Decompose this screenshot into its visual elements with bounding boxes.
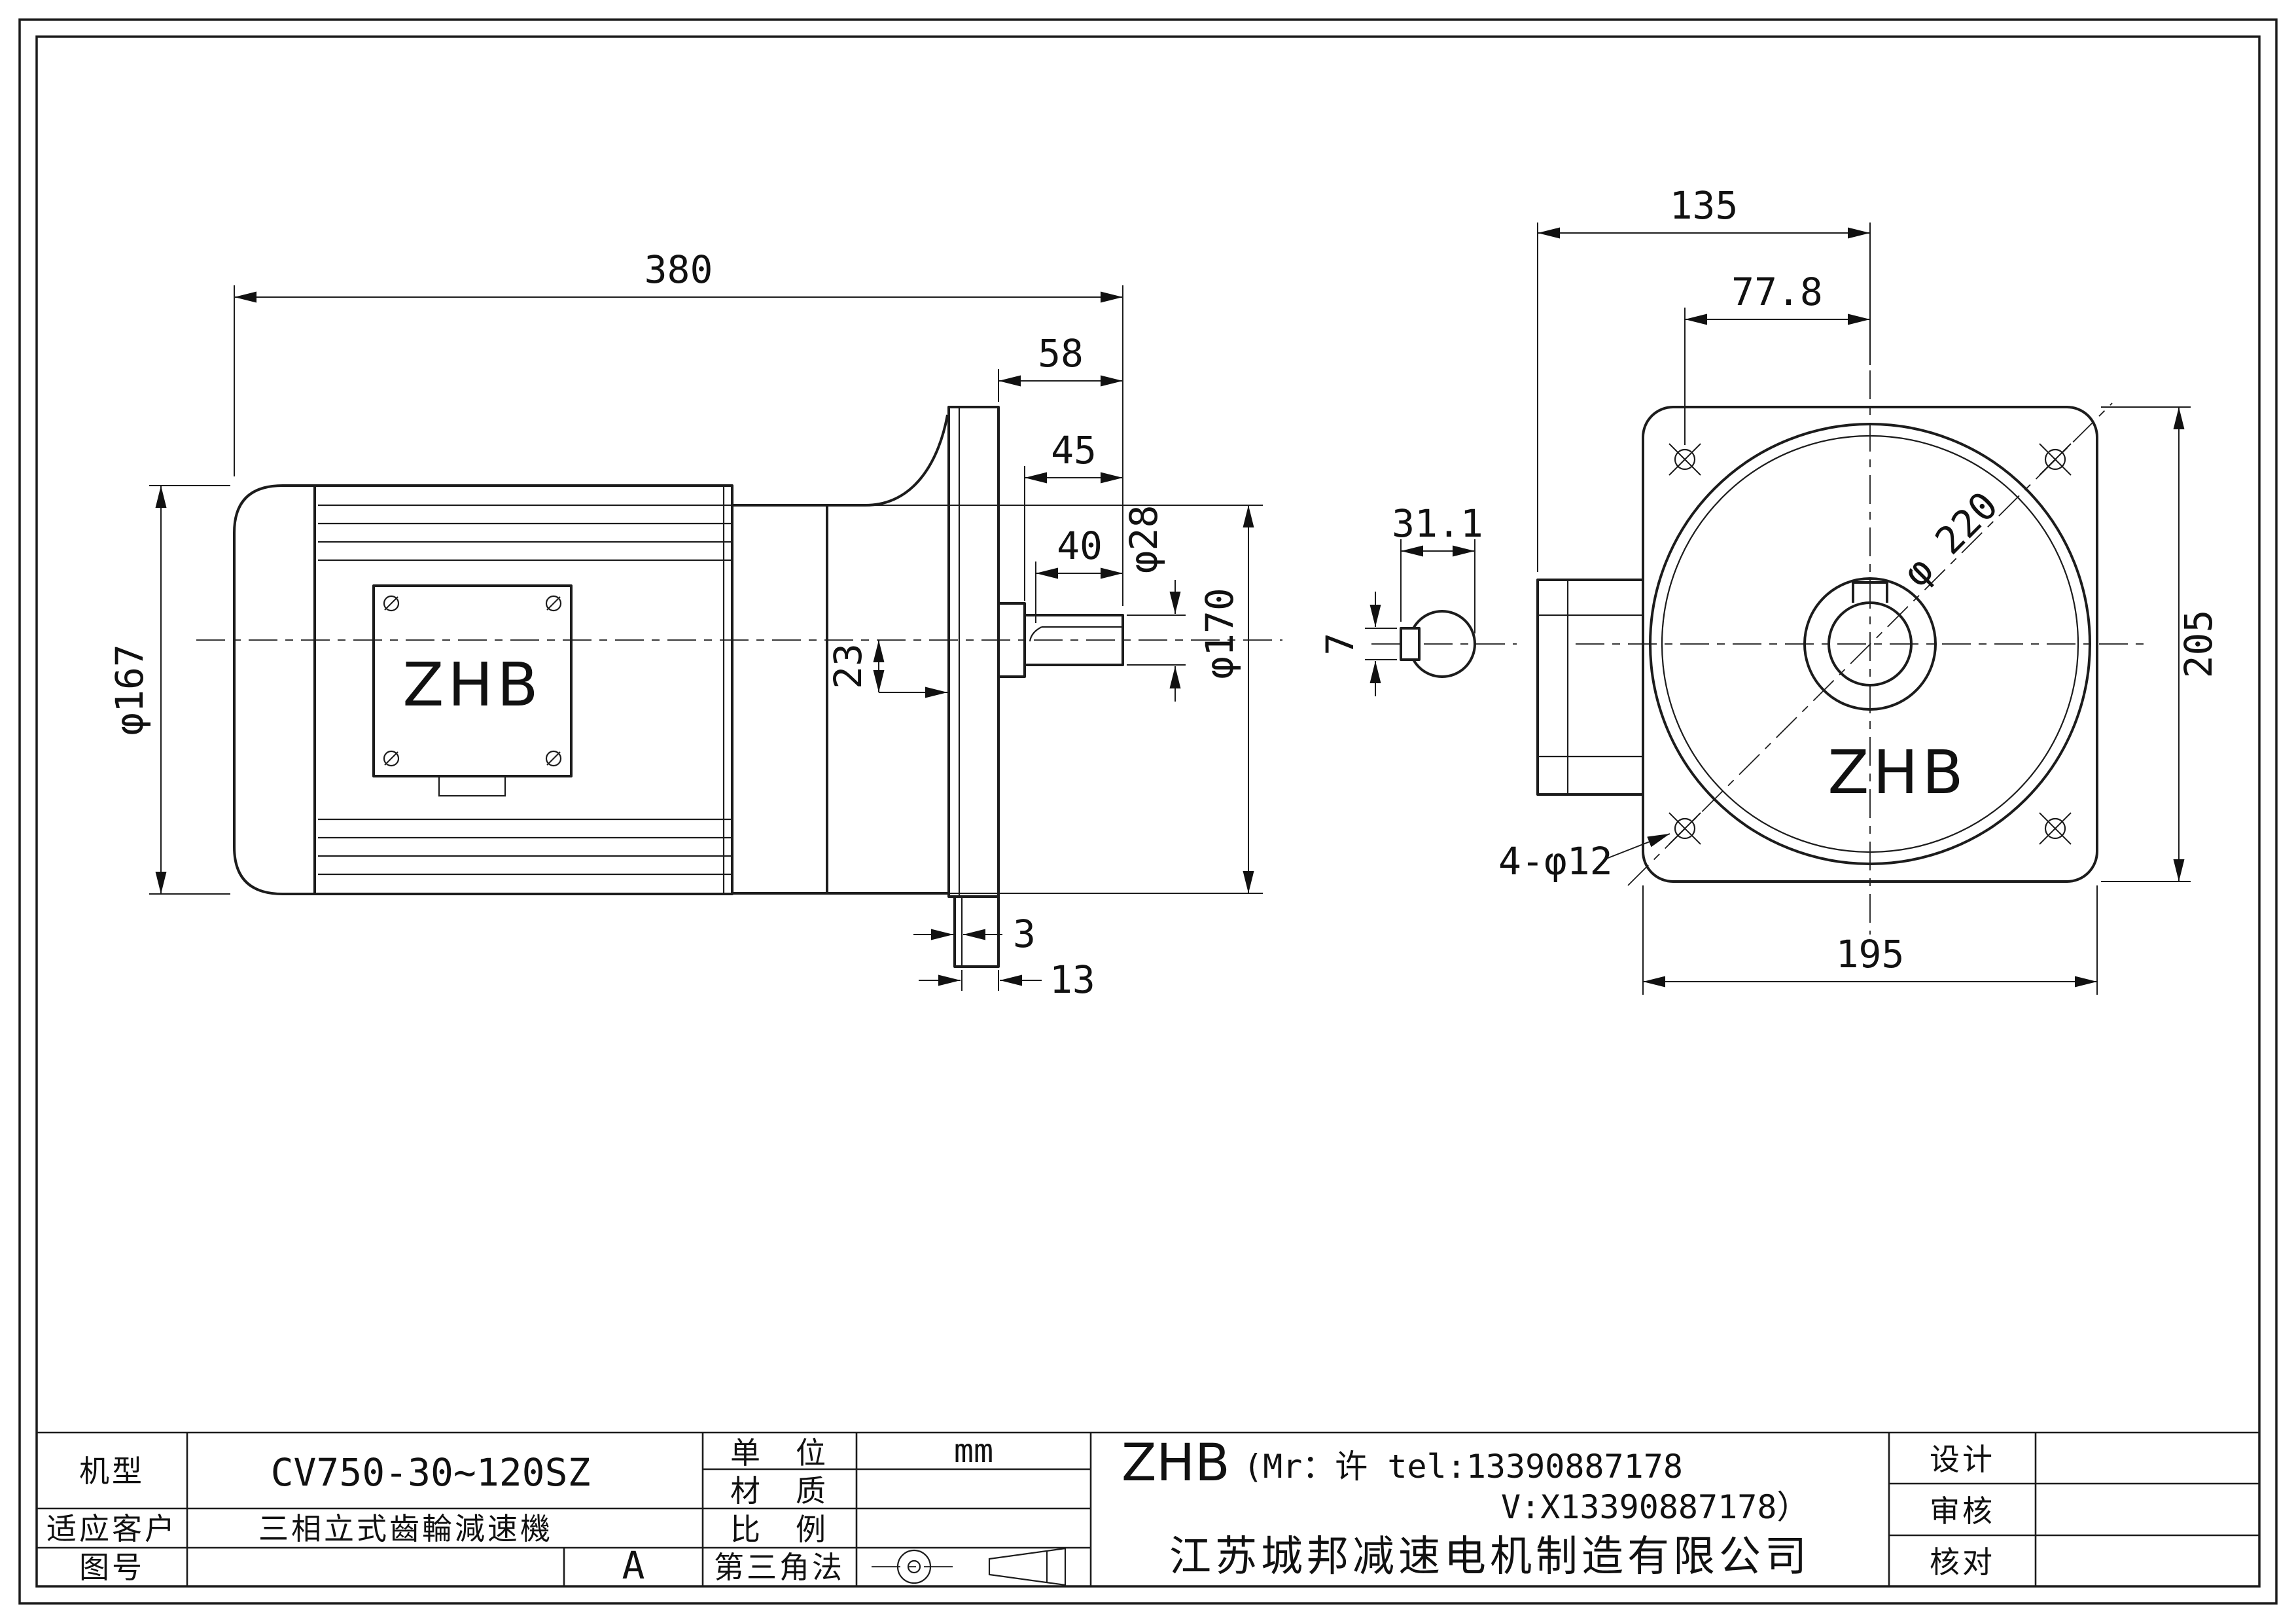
dim-13: 13 [919, 957, 1095, 1002]
dim-shaft-40: 40 [1057, 524, 1103, 568]
dim-380: 380 [234, 247, 1123, 606]
model-value: CV750-30~120SZ [271, 1450, 591, 1495]
dim-width-135: 135 [1670, 183, 1739, 228]
dim-width-195: 195 [1836, 932, 1905, 976]
scale-label: 比 例 [730, 1512, 828, 1547]
customer-label: 适应客户 [46, 1511, 177, 1546]
brand-logo-side: ZHB [402, 650, 542, 720]
dim-shaft-45: 45 [1051, 428, 1097, 473]
check-label: 核对 [1930, 1544, 1995, 1580]
dim-key-height: 7 [1318, 633, 1362, 656]
dim-pilot-diameter: φ170 [838, 505, 1263, 894]
terminal-box [372, 584, 573, 777]
dim-205: 205 [2101, 406, 2221, 882]
dim-step-3: 3 [1013, 912, 1036, 956]
projection-symbol [872, 1547, 1067, 1586]
bolt-hole-bottom-right [2039, 812, 2072, 845]
design-label: 设计 [1930, 1442, 1995, 1477]
dim-bolt-circle: φ 220 [1894, 483, 2007, 596]
title-block: 机型 CV750-30~120SZ 适应客户 三相立式齒輪減速機 图号 A 单 … [37, 1431, 2259, 1588]
dim-shaft-diameter: φ28 [1122, 505, 1186, 702]
gearbox-housing [731, 504, 828, 895]
dim-holes-label: 4-φ12 [1498, 839, 1613, 883]
customer-value: 三相立式齒輪減速機 [258, 1511, 553, 1546]
unit-value: mm [954, 1432, 993, 1470]
dim-key-width: 31.1 [1392, 501, 1483, 546]
key-section-detail: 31.1 7 [1318, 501, 1517, 696]
review-label: 审核 [1930, 1493, 1995, 1529]
front-view: ZHB 31.1 7 135 [1318, 183, 2221, 995]
dim-77-8: 77.8 [1684, 270, 1870, 445]
dim-width-77-8: 77.8 [1731, 270, 1823, 314]
contact-line1: (Mr：许 tel:13390887178 [1243, 1448, 1683, 1486]
brand-logo-front: ZHB [1828, 738, 1967, 808]
dim-body-diameter: φ167 [107, 485, 230, 895]
dim-195: 195 [1642, 885, 2098, 995]
brand-name: ZHB [1122, 1434, 1230, 1493]
company-name: 江苏城邦减速电机制造有限公司 [1169, 1533, 1810, 1581]
output-flange [947, 406, 1000, 898]
drawing-no-label: 图号 [79, 1550, 145, 1585]
side-view: ZHB 380 58 4 [107, 247, 1282, 1002]
dim-keyway-23: 23 [826, 643, 870, 689]
unit-label: 单 位 [730, 1435, 828, 1471]
dim-flange-to-shaft: 58 [1038, 331, 1084, 376]
dim-overall-length: 380 [645, 247, 713, 292]
dim-flange-13: 13 [1050, 957, 1095, 1002]
dim-45: 45 [1024, 428, 1123, 601]
terminal-box-front [1536, 579, 1644, 796]
dim-holes: 4-φ12 [1498, 833, 1670, 883]
sheet-border [18, 18, 2278, 1605]
bolt-hole-top-left [1669, 443, 1701, 476]
bolt-circle-diagonal [1627, 402, 2113, 886]
dim-height-205: 205 [2176, 610, 2221, 679]
fan-cover [233, 484, 315, 895]
contact-line2: V:X13390887178） [1501, 1488, 1809, 1526]
drawing-no-value: A [622, 1543, 645, 1588]
projection-label: 第三角法 [714, 1550, 845, 1585]
dim-58: 58 [998, 331, 1123, 402]
model-label: 机型 [79, 1454, 145, 1489]
dim-3: 3 [913, 912, 1036, 956]
dim-135: 135 [1537, 183, 1871, 572]
dim-shaft-dia-label: φ28 [1122, 505, 1166, 574]
material-label: 材 质 [730, 1473, 828, 1508]
dim-body-dia-label: φ167 [107, 644, 152, 736]
dim-40: 40 [1035, 524, 1123, 623]
dim-pilot-dia-label: φ170 [1197, 588, 1242, 679]
dim-23: 23 [826, 640, 947, 698]
